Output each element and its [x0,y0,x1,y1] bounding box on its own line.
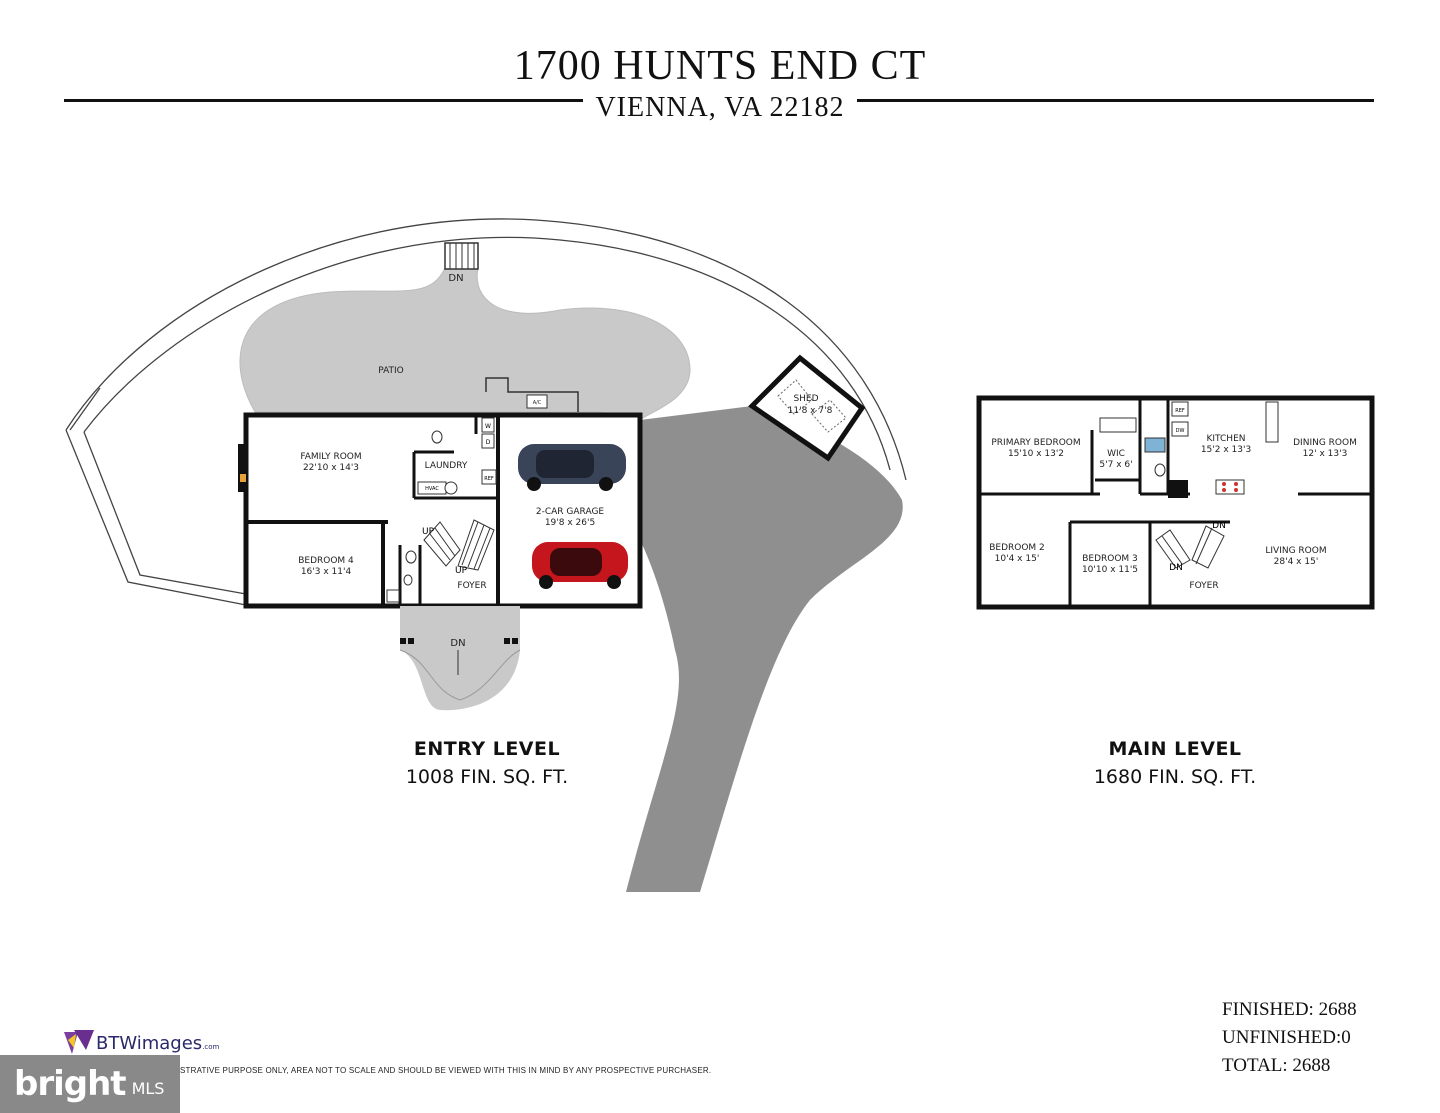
fireplace [238,444,248,492]
car-red-icon [532,542,628,589]
entry-level-title: ENTRY LEVEL [413,738,561,760]
hvac-label: HVAC [425,486,439,492]
garage-label: 2-CAR GARAGE [536,507,605,517]
main-level-walls [976,395,1375,610]
dn-front-label: DN [450,638,465,649]
page-title: 1700 HUNTS END CT [513,43,927,89]
foyer-label-entry: FOYER [457,581,486,591]
ac-unit [526,394,548,409]
wic-dim: 5'7 x 6' [1099,460,1132,470]
page-subtitle: VIENNA, VA 22182 [0,92,1440,124]
living-room-label: LIVING ROOM [1265,546,1326,556]
entry-level-area: 1008 FIN. SQ. FT. [405,766,569,788]
up-label-2: UP [455,566,468,576]
main-stairs [1155,525,1225,569]
totals-block: FINISHED: 2688 UNFINISHED:0 TOTAL: 2688 [1222,996,1357,1080]
shed: SHED 11'8 x 7'8 [748,354,866,462]
bedroom3-label: BEDROOM 3 [1082,554,1138,564]
bright-mls-watermark: bright MLS [0,1055,180,1113]
patio-area [239,267,691,421]
dryer-label: D [486,439,491,446]
car-blue-icon [518,444,626,491]
primary-bedroom-dim: 15'10 x 13'2 [1008,449,1064,459]
primary-bedroom-label: PRIMARY BEDROOM [991,438,1080,448]
washer-label: W [485,423,491,430]
bedroom3-dim: 10'10 x 11'5 [1082,565,1138,575]
shed-dim: 11'8 x 7'8 [788,406,833,416]
dining-room-dim: 12' x 13'3 [1303,449,1348,459]
garage-dim: 19'8 x 26'5 [545,518,595,528]
grand-total: TOTAL: 2688 [1222,1055,1331,1076]
main-level-title: MAIN LEVEL [1108,738,1242,760]
bedroom4-dim: 16'3 x 11'4 [301,567,352,577]
ref-label-entry: REF [484,476,494,482]
subtitle-text: VIENNA, VA 22182 [583,92,857,123]
up-label-1: UP [422,527,435,537]
mls-suffix: MLS [131,1078,165,1098]
driveway [626,405,903,892]
ac-label: A/C [533,400,542,406]
front-stoop [400,606,520,711]
btw-logo-icon [64,1030,94,1056]
brand-suffix: .com [202,1042,220,1051]
finished-total: FINISHED: 2688 [1222,999,1357,1020]
yard-outline [65,218,907,606]
btwimages-logo: BTWimages.com [64,1030,219,1056]
dining-room-label: DINING ROOM [1293,438,1357,448]
patio-label: PATIO [378,366,404,376]
family-room-label: FAMILY ROOM [300,452,361,462]
dw-label: DW [1176,428,1185,434]
unfinished-total: UNFINISHED:0 [1222,1027,1351,1048]
bedroom2-dim: 10'4 x 15' [995,554,1040,564]
ref-label-main: REF [1175,408,1185,414]
bedroom4-label: BEDROOM 4 [298,556,354,566]
brand-name: BTWimages [96,1032,203,1054]
dn-top-label: DN [448,273,463,284]
laundry-label: LAUNDRY [425,461,468,471]
dn-label-main-2: DN [1169,563,1183,573]
wic-label: WIC [1107,449,1125,459]
family-room-dim: 22'10 x 14'3 [303,463,359,473]
shed-label: SHED [793,394,818,404]
main-level-area: 1680 FIN. SQ. FT. [1093,766,1257,788]
dn-label-main-1: DN [1212,521,1226,531]
disclaimer-text: STRATIVE PURPOSE ONLY, AREA NOT TO SCALE… [180,1066,712,1075]
living-room-dim: 28'4 x 15' [1274,557,1319,567]
kitchen-label: KITCHEN [1207,434,1246,444]
bedroom2-label: BEDROOM 2 [989,543,1045,553]
foyer-label-main: FOYER [1189,581,1218,591]
kitchen-dim: 15'2 x 13'3 [1201,445,1251,455]
entry-stairs [423,519,495,571]
mls-brand: bright [14,1064,127,1104]
